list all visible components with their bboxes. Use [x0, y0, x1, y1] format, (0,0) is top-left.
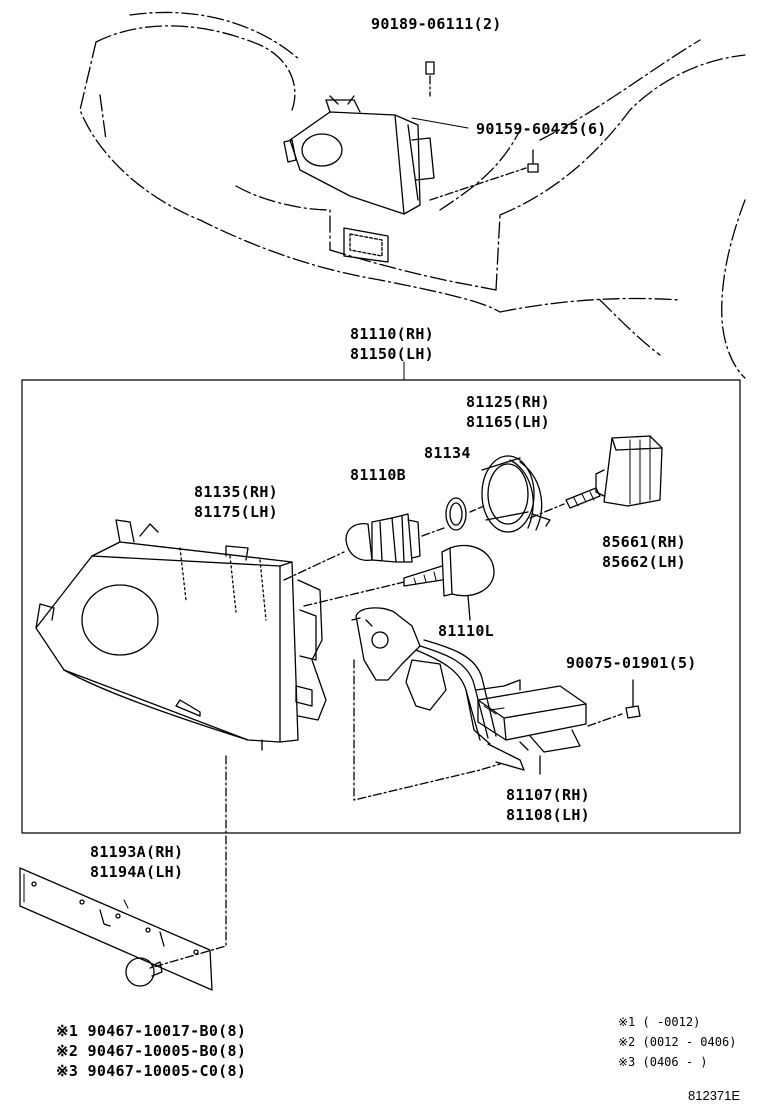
label-81150-lh: 81150(LH)	[350, 345, 434, 363]
label-81125-rh: 81125(RH)	[466, 393, 550, 411]
note-period-2: ※2 (0012 - 0406)	[618, 1035, 737, 1049]
label-clip-90467-10005-b0: ※2 90467-10005-B0(8)	[56, 1042, 247, 1060]
note-period-3: ※3 (0406 - )	[618, 1055, 708, 1069]
ring-81134	[445, 497, 467, 531]
label-81175-lh: 81175(LH)	[194, 503, 278, 521]
label-81194a-lh: 81194A(LH)	[90, 863, 184, 881]
label-81110b: 81110B	[350, 466, 406, 484]
actuator-85661	[529, 435, 663, 519]
bolt-90189	[425, 61, 435, 97]
label-81107-rh: 81107(RH)	[506, 786, 590, 804]
bracket-81193a	[19, 755, 227, 991]
bolt-90075	[587, 679, 641, 727]
vehicle-outline	[79, 11, 746, 379]
label-90189-06111: 90189-06111(2)	[371, 15, 502, 33]
vehicle-headlamp	[283, 95, 435, 215]
socket-cover-81125	[469, 455, 551, 533]
label-85662-lh: 85662(LH)	[602, 553, 686, 571]
label-90159-60425: 90159-60425(6)	[476, 120, 607, 138]
bolt-90159	[429, 149, 539, 201]
label-81110-rh: 81110(RH)	[350, 325, 434, 343]
note-period-1: ※1 ( -0012)	[618, 1015, 701, 1029]
headlamp-unit	[35, 519, 327, 751]
label-81135-rh: 81135(RH)	[194, 483, 278, 501]
bulb-81110b	[283, 513, 445, 581]
label-85661-rh: 85661(RH)	[602, 533, 686, 551]
label-clip-90467-10017-b0: ※1 90467-10017-B0(8)	[56, 1022, 247, 1040]
label-81108-lh: 81108(LH)	[506, 806, 590, 824]
label-81110l: 81110L	[438, 622, 494, 640]
leveling-motor	[351, 607, 525, 771]
assembly-frame	[21, 379, 741, 834]
ecu-leader-dashed	[353, 659, 501, 801]
label-81193a-rh: 81193A(RH)	[90, 843, 184, 861]
label-clip-90467-10005-c0: ※3 90467-10005-C0(8)	[56, 1062, 247, 1080]
clip-90467	[125, 957, 163, 987]
bumper-lamp-recess	[343, 227, 389, 263]
diagram-reference-code: 812371E	[688, 1088, 741, 1103]
label-90075-01901: 90075-01901(5)	[566, 654, 697, 672]
label-81134: 81134	[424, 444, 471, 462]
leveling-ecu	[477, 685, 587, 775]
label-81165-lh: 81165(LH)	[466, 413, 550, 431]
bulb-81110l	[303, 544, 495, 621]
